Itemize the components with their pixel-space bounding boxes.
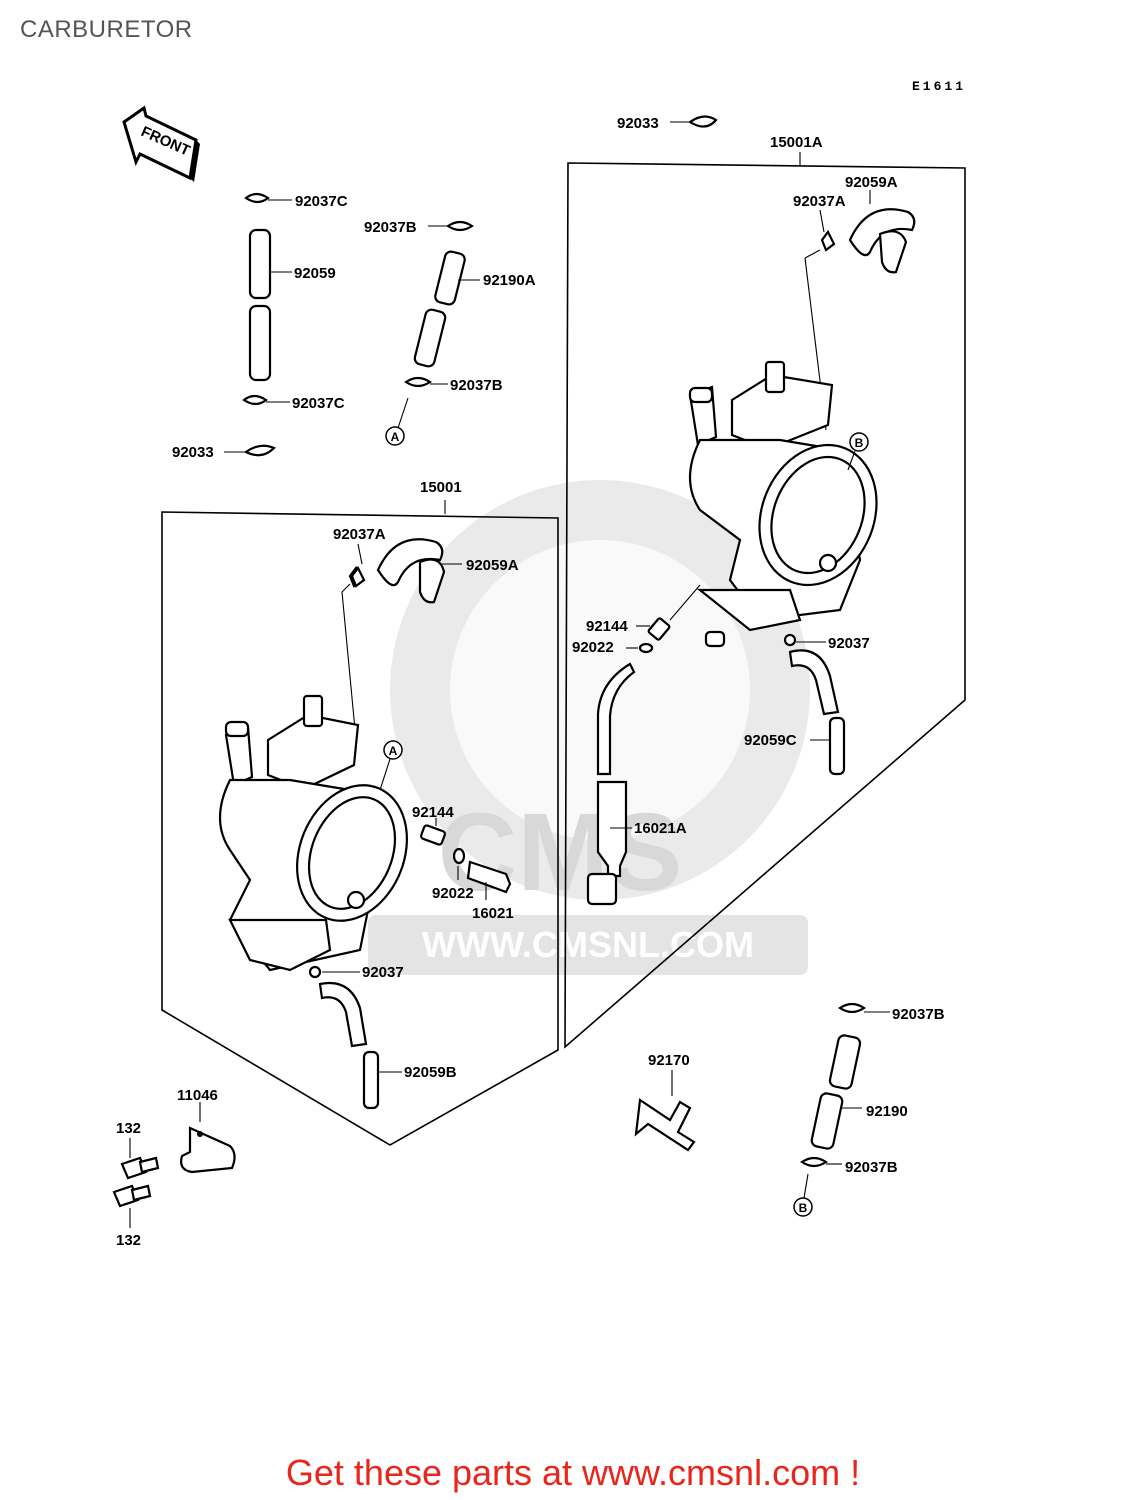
figure-code: E1611 [912,79,966,94]
label-92022-left: 92022 [432,885,474,902]
callout-b-label: B [855,436,864,450]
label-15001A: 15001A [770,134,823,151]
label-92059C: 92059C [744,732,797,749]
carburetor-15001A [669,208,916,648]
clip-92037B-bottom-right [838,1002,890,1014]
assembly-box-15001 [161,511,559,1146]
callout-b-bottom: B [793,1173,813,1217]
hose-92059 [248,228,292,382]
label-92059B: 92059B [404,1064,457,1081]
callout-a-top: A [385,397,409,446]
front-arrow: FRONT [122,105,200,182]
label-132-bottom: 132 [116,1232,141,1249]
label-92170: 92170 [648,1052,690,1069]
bolt-132-top [120,1138,160,1180]
washer-92022-right [626,642,654,654]
label-92059A-right: 92059A [845,174,898,191]
label-92037C-top: 92037C [295,193,348,210]
label-11046: 11046 [177,1087,218,1104]
assembly-box-15001A [564,162,966,1049]
cable-16021A [586,662,636,906]
watermark-text: WWW.CMSNL.COM [422,924,754,965]
label-92059A-left: 92059A [466,557,519,574]
label-92190A: 92190A [483,272,536,289]
label-92033-top: 92033 [617,115,659,132]
callout-a-lower: A [379,740,403,791]
clip-92037B-mid [404,376,448,388]
label-92037C-bottom: 92037C [292,395,345,412]
label-15001: 15001 [420,479,462,496]
plate-11046 [180,1102,236,1174]
bolt-132-bottom [112,1184,152,1228]
callout-a-lower-label: A [389,744,398,758]
hose-92190 [810,1034,862,1150]
label-92022-right: 92022 [572,639,614,656]
hose-92190A [413,250,480,368]
label-92059: 92059 [294,265,336,282]
clip-92037-left [308,965,360,979]
spring-92144-right [636,617,671,641]
callout-b-top: B [847,432,869,471]
label-92037A-left: 92037A [333,526,386,543]
clip-92037B-top [428,220,474,232]
callout-b-bottom-label: B [799,1201,808,1215]
label-16021: 16021 [472,905,514,922]
clip-92033-top [670,115,718,128]
label-92033-left: 92033 [172,444,214,461]
label-132-top: 132 [116,1120,141,1137]
clip-92037-right [783,633,826,647]
hose-92059B [318,981,402,1110]
label-92144-left: 92144 [412,804,454,821]
spring-92144-left [420,818,446,846]
clip-92037C-bottom [242,394,290,406]
footer-link-text[interactable]: Get these parts at www.cmsnl.com ! [285,1452,861,1493]
washer-92022-left [452,847,466,880]
watermark-logo: CMS [438,791,682,914]
clip-92033-left [224,444,276,457]
label-92190: 92190 [866,1103,908,1120]
label-92037-right: 92037 [828,635,870,652]
label-92037B-mid: 92037B [450,377,503,394]
page-title: CARBURETOR [20,16,193,43]
label-92037B-bottom: 92037B [845,1159,898,1176]
label-92037B-bottom-right: 92037B [892,1006,945,1023]
clip-92037C-top [244,192,292,204]
bracket-92170 [634,1070,696,1152]
label-92037-left: 92037 [362,964,404,981]
screw-16021 [466,860,512,900]
label-92144-right: 92144 [586,618,628,635]
label-16021A: 16021A [634,820,687,837]
hose-92059C [788,649,846,776]
label-92037A-right: 92037A [793,193,846,210]
label-92037B-top: 92037B [364,219,417,236]
carburetor-15001 [219,538,446,972]
clip-92037B-bottom [800,1156,842,1168]
clip-92037A-left [350,565,366,588]
callout-a-label: A [391,430,400,444]
